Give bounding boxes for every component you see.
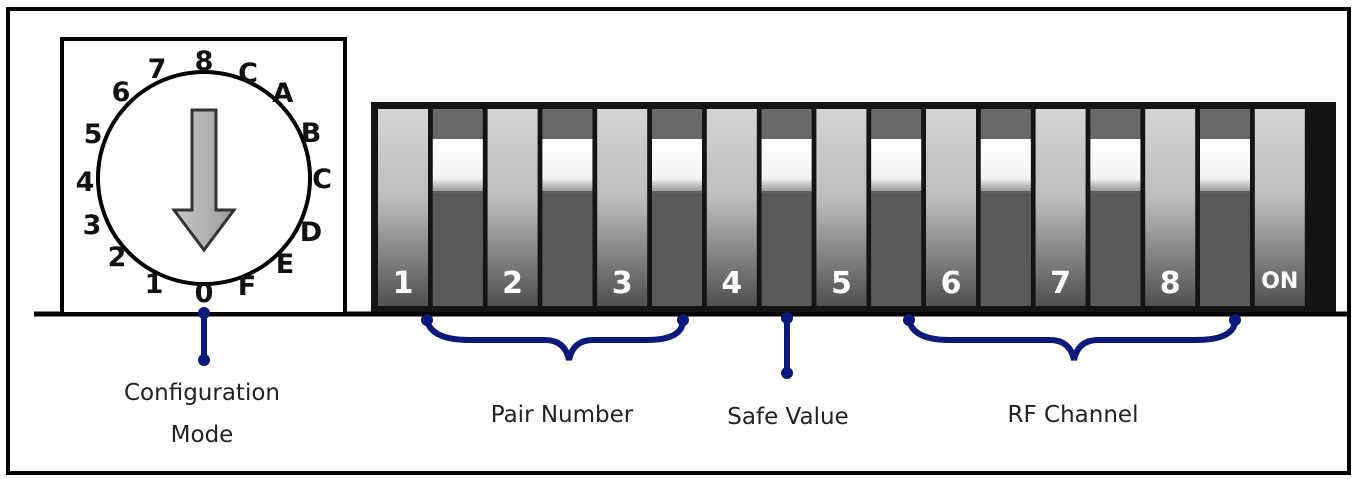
rotary-position-label: 1 bbox=[145, 269, 164, 300]
rotary-position-label: B bbox=[301, 118, 322, 149]
dip-switch-number: 8 bbox=[1160, 266, 1181, 301]
rotary-pointer-arrow-icon bbox=[171, 108, 237, 253]
dip-switch-actuator[interactable] bbox=[542, 139, 593, 191]
dip-switch-number: 5 bbox=[831, 266, 852, 301]
rf-channel-dot-right bbox=[1229, 314, 1241, 326]
dip-switch-number: 2 bbox=[502, 266, 523, 301]
config-mode-dot-bottom bbox=[198, 354, 210, 366]
rotary-position-label: C bbox=[238, 58, 258, 89]
safe-value-dot-bottom bbox=[781, 367, 793, 379]
dip-switch-actuator[interactable] bbox=[1200, 139, 1250, 191]
dip-on-label: ON bbox=[1261, 269, 1298, 294]
dip-divider-slot bbox=[487, 109, 538, 306]
dip-switch-actuator[interactable] bbox=[761, 139, 812, 191]
dip-switch-number: 1 bbox=[393, 266, 414, 301]
rf-channel-label: RF Channel bbox=[1008, 402, 1139, 428]
dip-switch-number: 6 bbox=[941, 266, 962, 301]
config-mode-dot-top bbox=[198, 307, 210, 319]
rotary-position-label: E bbox=[276, 249, 294, 280]
safe-value-label: Safe Value bbox=[727, 404, 848, 430]
pair-number-label: Pair Number bbox=[491, 402, 634, 428]
dip-switch-lower-track bbox=[980, 193, 1031, 306]
dip-switch-number: 7 bbox=[1050, 266, 1071, 301]
dip-switch-lower-track bbox=[761, 193, 812, 306]
pair-number-brace bbox=[424, 317, 686, 361]
dip-divider-slot bbox=[816, 109, 867, 306]
configuration-mode-label-line1: Configuration bbox=[124, 380, 280, 406]
rf-channel-brace bbox=[906, 317, 1238, 361]
rotary-position-label: D bbox=[300, 217, 322, 248]
rotary-position-label: 2 bbox=[108, 242, 127, 273]
dip-switch-number: 3 bbox=[612, 266, 633, 301]
dip-divider-slot bbox=[1145, 109, 1196, 306]
callout-dots bbox=[198, 307, 1241, 379]
dip-switch-actuator[interactable] bbox=[1090, 139, 1141, 191]
dip-switch-lower-track bbox=[542, 193, 593, 306]
configuration-mode-label-line2: Mode bbox=[171, 422, 234, 448]
dip-switch-slots: 1 2 3 4 5 6 7 8 ON bbox=[378, 109, 1305, 306]
rotary-position-label: C bbox=[312, 164, 332, 195]
rotary-position-label: 4 bbox=[76, 167, 95, 198]
rotary-position-label: 0 bbox=[195, 278, 214, 309]
dip-divider-slot bbox=[926, 109, 976, 306]
rotary-position-label: 5 bbox=[84, 119, 103, 150]
dip-divider-slot bbox=[1035, 109, 1086, 306]
dip-switch-actuator[interactable] bbox=[871, 139, 922, 191]
pair-number-dot-right bbox=[677, 314, 689, 326]
callouts bbox=[201, 307, 1238, 375]
dip-switch-number: 4 bbox=[721, 266, 742, 301]
dip-switch-lower-track bbox=[652, 193, 702, 306]
rotary-position-label: 7 bbox=[148, 54, 167, 85]
rotary-position-label: F bbox=[238, 271, 256, 302]
dip-switch-lower-track bbox=[1200, 193, 1250, 306]
dip-divider-slot bbox=[1254, 109, 1305, 306]
dip-switch-actuator[interactable] bbox=[980, 139, 1031, 191]
rotary-position-label: 8 bbox=[195, 46, 214, 77]
dip-switch-lower-track bbox=[432, 193, 483, 306]
rotary-position-label: A bbox=[273, 78, 294, 109]
dip-switch-actuator[interactable] bbox=[432, 139, 483, 191]
rotary-position-label: 3 bbox=[83, 210, 102, 241]
dip-switch-lower-track bbox=[871, 193, 922, 306]
pair-number-dot-left bbox=[421, 314, 433, 326]
dip-divider-slot bbox=[378, 109, 428, 306]
dip-switch: 1 2 3 4 5 6 7 8 ON bbox=[371, 102, 1336, 312]
dip-divider-slot bbox=[706, 109, 757, 306]
rotary-position-label: 6 bbox=[112, 77, 131, 108]
rf-channel-dot-left bbox=[903, 314, 915, 326]
dip-divider-slot bbox=[597, 109, 648, 306]
dip-switch-actuator[interactable] bbox=[652, 139, 702, 191]
dip-switch-lower-track bbox=[1090, 193, 1141, 306]
safe-value-dot-top bbox=[781, 312, 793, 324]
